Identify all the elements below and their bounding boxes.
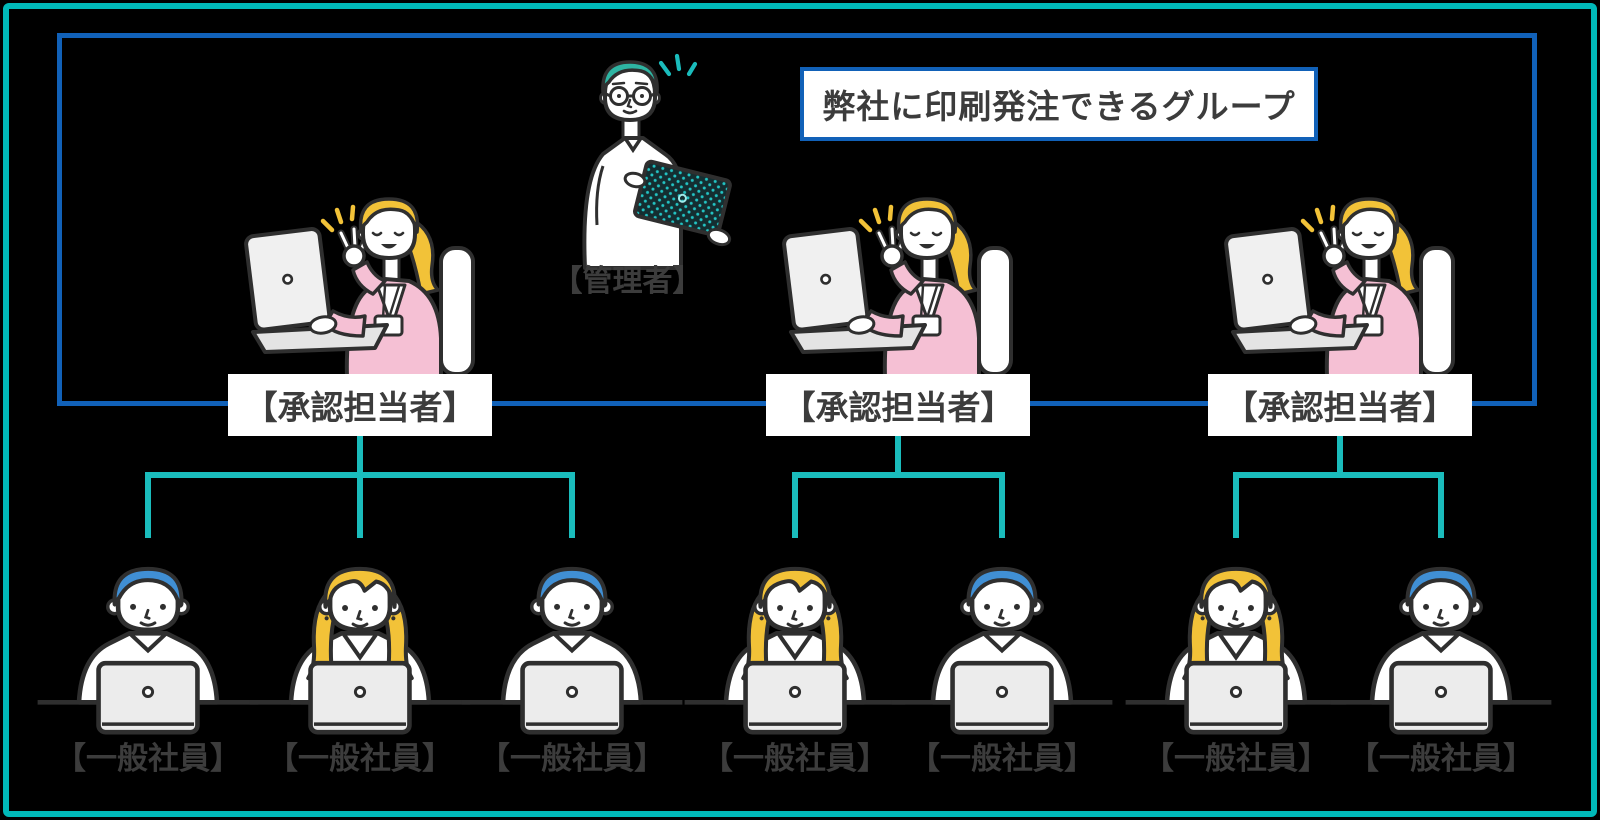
manager-label: 【管理者】 bbox=[552, 265, 703, 298]
connector-drop bbox=[569, 472, 575, 538]
approver-label-3: 【承認担当者】 bbox=[1208, 374, 1472, 436]
employee-illustration-3 bbox=[457, 563, 687, 753]
employee-illustration-6 bbox=[1121, 563, 1351, 753]
approver-label-2: 【承認担当者】 bbox=[766, 374, 1030, 436]
employee-illustration-7 bbox=[1326, 563, 1556, 753]
employee-illustration-5 bbox=[887, 563, 1117, 753]
connector-drop bbox=[1233, 472, 1239, 538]
employee-illustration-2 bbox=[245, 563, 475, 753]
connector-stem bbox=[895, 436, 901, 478]
connector-stem bbox=[357, 436, 363, 478]
employee-illustration-4 bbox=[680, 563, 910, 753]
employee-label-7: 【一般社員】 bbox=[1348, 741, 1534, 776]
employee-illustration-1 bbox=[33, 563, 263, 753]
connector-drop bbox=[999, 472, 1005, 538]
approver-illustration-1 bbox=[235, 182, 485, 380]
employee-label-2: 【一般社員】 bbox=[267, 741, 453, 776]
group-label: 弊社に印刷発注できるグループ bbox=[822, 88, 1296, 125]
connector-drop bbox=[357, 472, 363, 538]
connector-bar bbox=[1233, 472, 1444, 478]
connector-drop bbox=[145, 472, 151, 538]
approver-illustration-2 bbox=[773, 182, 1023, 380]
employee-label-5: 【一般社員】 bbox=[909, 741, 1095, 776]
outer-group-border bbox=[3, 3, 1597, 817]
approver-label-1: 【承認担当者】 bbox=[228, 374, 492, 436]
approver-illustration-3 bbox=[1215, 182, 1465, 380]
manager-illustration bbox=[523, 50, 738, 270]
connector-bar bbox=[792, 472, 1005, 478]
connector-stem bbox=[1337, 436, 1343, 478]
connector-drop bbox=[1438, 472, 1444, 538]
employee-label-1: 【一般社員】 bbox=[55, 741, 241, 776]
employee-label-6: 【一般社員】 bbox=[1143, 741, 1329, 776]
employee-label-4: 【一般社員】 bbox=[702, 741, 888, 776]
connector-drop bbox=[792, 472, 798, 538]
employee-label-3: 【一般社員】 bbox=[479, 741, 665, 776]
group-label-box: 弊社に印刷発注できるグループ bbox=[800, 67, 1318, 141]
